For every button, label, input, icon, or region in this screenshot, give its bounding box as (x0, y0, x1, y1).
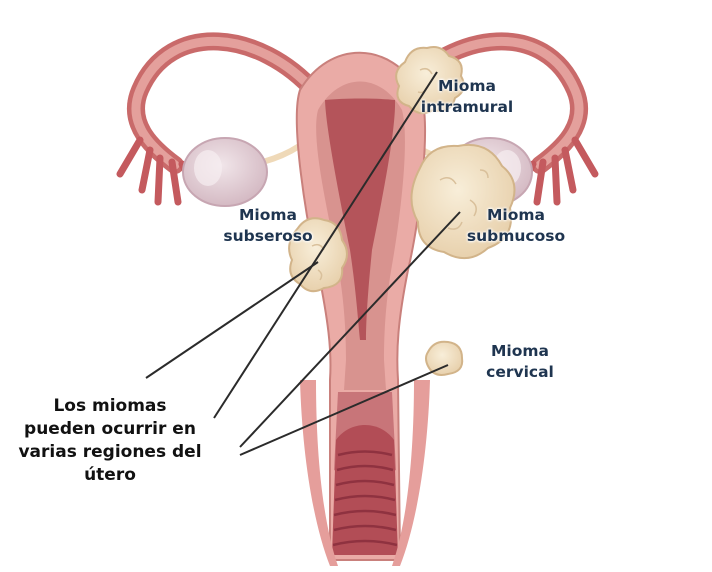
label-submucoso-line-1: Mioma (456, 205, 576, 226)
caption-line-4: útero (4, 464, 216, 487)
label-intramural-line-1: Mioma (408, 76, 526, 97)
label-subseroso-line-2: subseroso (213, 226, 323, 247)
caption-line-3: varias regiones del (4, 441, 216, 464)
caption-line-2: pueden ocurrir en (4, 418, 216, 441)
label-mioma-subseroso: Mioma subseroso (213, 205, 323, 247)
vagina (332, 425, 398, 555)
label-mioma-cervical: Mioma cervical (468, 341, 572, 383)
label-cervical-line-2: cervical (468, 362, 572, 383)
diagram-caption: Los miomas pueden ocurrir en varias regi… (4, 395, 216, 487)
label-mioma-intramural: Mioma intramural (408, 76, 526, 118)
label-intramural-line-2: intramural (408, 97, 526, 118)
caption-line-1: Los miomas (4, 395, 216, 418)
label-submucoso-line-2: submucoso (456, 226, 576, 247)
label-subseroso-line-1: Mioma (213, 205, 323, 226)
label-cervical-line-1: Mioma (468, 341, 572, 362)
label-mioma-submucoso: Mioma submucoso (456, 205, 576, 247)
fibroid-cervical (426, 342, 462, 375)
leader-line-subseroso (146, 262, 318, 378)
